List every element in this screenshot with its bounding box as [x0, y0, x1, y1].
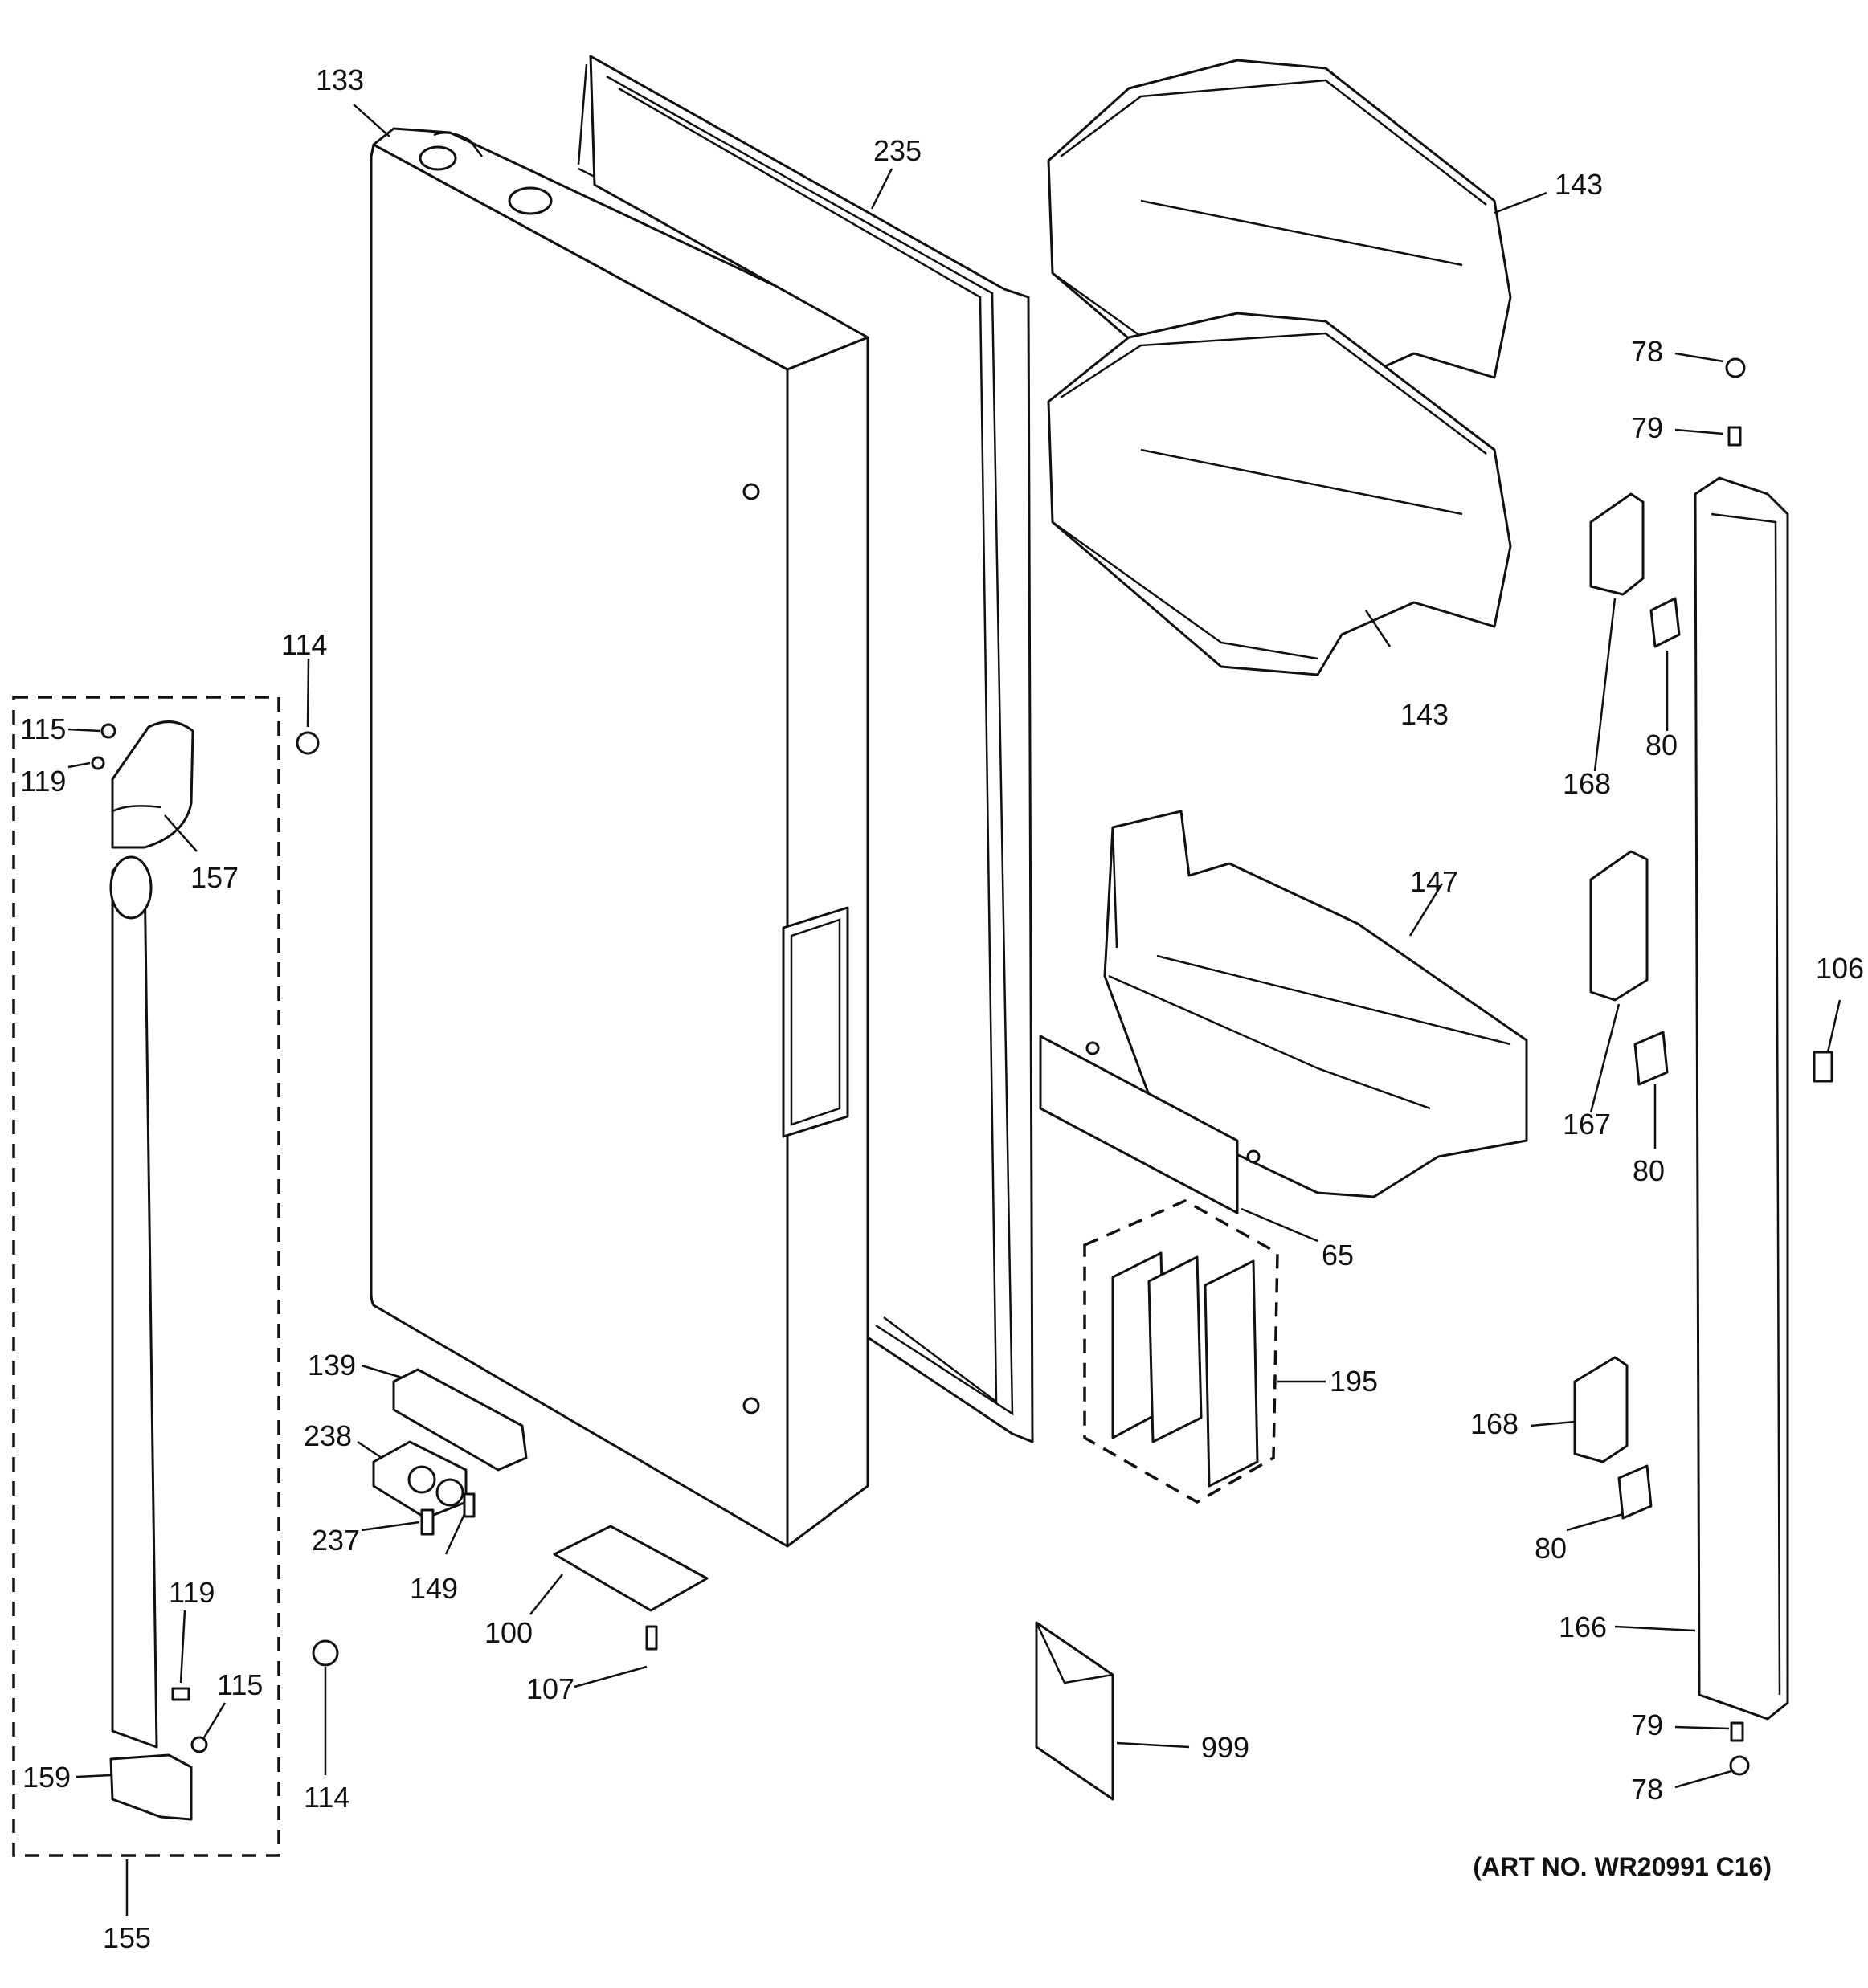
literature-envelope-999 — [1035, 1621, 1114, 1801]
handle-tube-end — [109, 855, 153, 920]
callout-80-c: 80 — [1535, 1532, 1567, 1565]
set-screw-115-bottom — [190, 1736, 208, 1753]
pin-79-bottom — [1730, 1721, 1744, 1742]
spring-78-top — [1725, 357, 1746, 378]
screw-114-top — [296, 731, 320, 755]
callout-168-bottom: 168 — [1470, 1407, 1519, 1440]
callout-155: 155 — [103, 1921, 151, 1954]
handle-end-cap-bottom — [109, 1753, 193, 1821]
callout-78-top: 78 — [1631, 335, 1663, 368]
set-screw-119-bottom — [171, 1687, 190, 1701]
callout-143-lower: 143 — [1400, 698, 1449, 731]
screw-114-bottom — [312, 1639, 339, 1667]
callout-195: 195 — [1330, 1365, 1378, 1398]
door-gasket — [577, 55, 1034, 1443]
callout-106: 106 — [1816, 952, 1864, 985]
callout-115-bottom: 115 — [217, 1668, 263, 1701]
door-bin-lower — [1047, 312, 1512, 676]
pin-79-top — [1727, 426, 1742, 447]
leader-lines — [67, 104, 1841, 1916]
callout-143-upper: 143 — [1555, 168, 1603, 201]
callout-235: 235 — [873, 134, 922, 167]
set-screw-119-top — [91, 756, 105, 770]
callout-157: 157 — [190, 861, 239, 894]
handle-tube — [111, 860, 158, 1749]
callout-237: 237 — [312, 1524, 360, 1557]
callout-107: 107 — [526, 1672, 574, 1705]
callout-79-top: 79 — [1631, 411, 1663, 444]
callout-100: 100 — [484, 1616, 533, 1649]
callout-133: 133 — [316, 63, 364, 96]
spring-78-bottom — [1729, 1755, 1750, 1776]
callout-80-a: 80 — [1645, 729, 1678, 761]
callout-114-top: 114 — [281, 628, 327, 661]
callout-65: 65 — [1322, 1239, 1354, 1272]
handle-end-cap-top — [111, 720, 194, 849]
bushing-80-b — [1633, 1031, 1669, 1086]
callout-79-bottom: 79 — [1631, 1708, 1663, 1741]
screw-106 — [1813, 1051, 1833, 1083]
hinge-cover-100 — [553, 1525, 709, 1612]
set-screw-115-top — [100, 723, 116, 739]
handle-kit-group — [12, 696, 280, 1857]
screw-107 — [645, 1625, 658, 1651]
door-assembly — [370, 127, 869, 1548]
callout-115-top: 115 — [20, 712, 66, 745]
hinge-168-top — [1589, 492, 1645, 596]
callout-labels: 133 235 143 143 78 79 168 80 114 115 119… — [20, 63, 1864, 1954]
callout-999: 999 — [1201, 1731, 1249, 1764]
callout-114-bottom: 114 — [304, 1781, 349, 1814]
art-number: (ART NO. WR20991 C16) — [1473, 1852, 1772, 1881]
callout-119-bottom: 119 — [169, 1576, 215, 1609]
control-board-kit — [1083, 1199, 1279, 1504]
callout-80-b: 80 — [1633, 1154, 1665, 1187]
callout-168-top: 168 — [1563, 767, 1611, 800]
callout-167: 167 — [1563, 1108, 1611, 1141]
callout-119-top: 119 — [20, 765, 66, 798]
callout-78-bottom: 78 — [1631, 1773, 1663, 1806]
hinge-bracket-139 — [392, 1368, 528, 1472]
callout-166: 166 — [1559, 1610, 1607, 1643]
bushing-80-c — [1617, 1464, 1653, 1520]
bushing-80-a — [1649, 597, 1681, 648]
screw-237 — [420, 1508, 435, 1536]
screw-149 — [463, 1492, 476, 1518]
hinge-168-bottom — [1573, 1356, 1629, 1463]
callout-139: 139 — [308, 1349, 356, 1382]
dispenser-bin — [1103, 810, 1528, 1198]
hinge-167 — [1589, 850, 1649, 1002]
door-handle-recess — [782, 906, 849, 1138]
handle-kit-dashed-box — [12, 696, 280, 1857]
door-panel — [370, 143, 789, 1548]
callout-238: 238 — [304, 1419, 352, 1452]
callout-147: 147 — [1410, 865, 1458, 898]
callout-149: 149 — [410, 1572, 458, 1605]
door-end-cap-166 — [1694, 476, 1789, 1721]
dispenser-cover-plate — [1039, 1035, 1239, 1214]
callout-159: 159 — [22, 1761, 71, 1794]
